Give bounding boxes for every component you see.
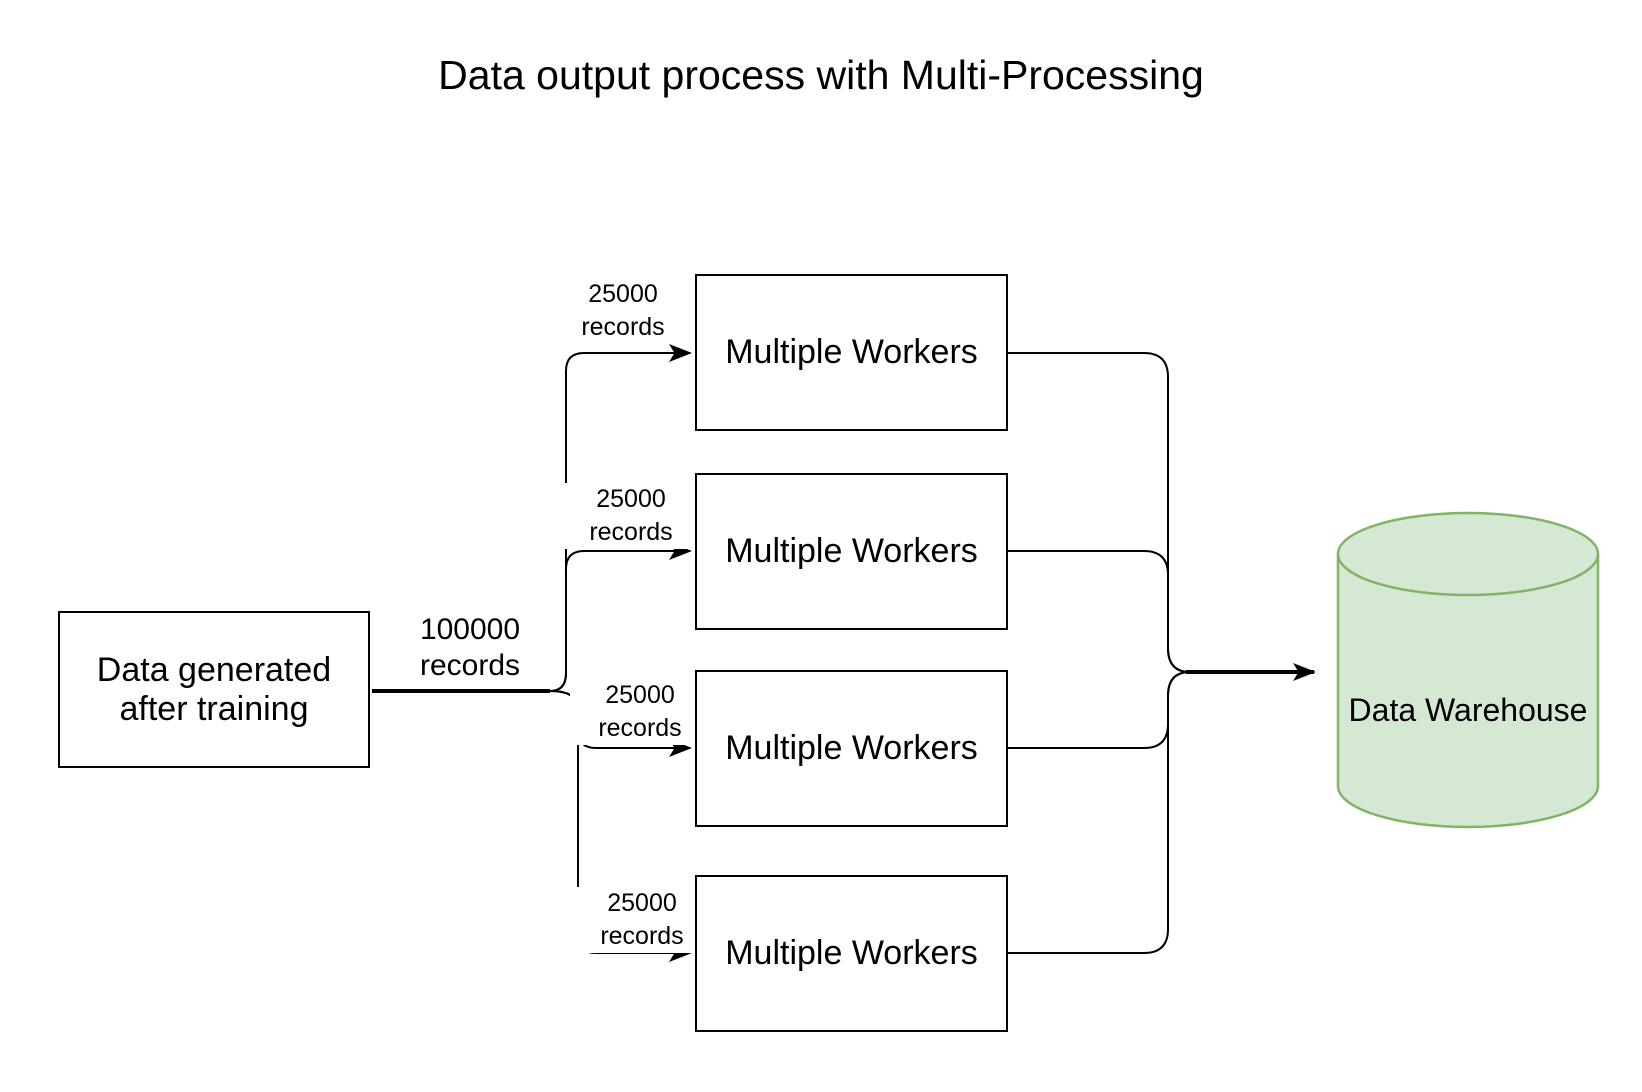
worker-box-1-label: Multiple Workers bbox=[725, 333, 978, 371]
worker-box-3: Multiple Workers bbox=[695, 670, 1008, 827]
edge-label-worker-2: 25000 records bbox=[561, 483, 701, 549]
worker-box-1: Multiple Workers bbox=[695, 274, 1008, 431]
worker-box-2: Multiple Workers bbox=[695, 473, 1008, 630]
edge-label-worker-3-line2: records bbox=[598, 714, 682, 742]
trunk-edge-label-line1: 100000 bbox=[419, 613, 521, 646]
edge-label-worker-4-line1: 25000 bbox=[607, 889, 677, 917]
edge-label-worker-3: 25000 records bbox=[570, 679, 710, 745]
diagram-title: Data output process with Multi-Processin… bbox=[438, 52, 1204, 98]
edge-label-worker-1-line2: records bbox=[581, 313, 665, 341]
edge-label-worker-2-line2: records bbox=[589, 518, 673, 546]
edge-label-worker-4-line2: records bbox=[600, 922, 684, 950]
edge-label-worker-2-line1: 25000 bbox=[596, 485, 666, 513]
trunk-edge-label-line2: records bbox=[419, 649, 521, 682]
warehouse-cylinder-body bbox=[1336, 554, 1600, 829]
trunk-edge-label: 100000 records bbox=[400, 612, 540, 684]
branch-edge-worker-2 bbox=[549, 542, 692, 692]
worker-box-4-label: Multiple Workers bbox=[725, 934, 978, 972]
worker-box-4: Multiple Workers bbox=[695, 875, 1008, 1032]
merge-edge-worker-3 bbox=[1008, 671, 1191, 749]
edge-label-worker-4: 25000 records bbox=[572, 887, 712, 953]
merge-edge-worker-4 bbox=[1008, 671, 1191, 954]
merge-edge-worker-1 bbox=[1008, 352, 1191, 673]
merge-edge-worker-2 bbox=[1008, 550, 1191, 673]
source-box: Data generated after training bbox=[58, 611, 370, 768]
edge-label-worker-1: 25000 records bbox=[553, 278, 693, 344]
edge-label-worker-1-line1: 25000 bbox=[588, 280, 658, 308]
warehouse-cylinder-top bbox=[1336, 511, 1600, 597]
warehouse-label: Data Warehouse bbox=[1348, 692, 1588, 728]
source-box-label: Data generated after training bbox=[96, 650, 332, 728]
worker-box-3-label: Multiple Workers bbox=[725, 729, 978, 767]
edge-label-worker-3-line1: 25000 bbox=[605, 681, 675, 709]
worker-box-2-label: Multiple Workers bbox=[725, 532, 978, 570]
